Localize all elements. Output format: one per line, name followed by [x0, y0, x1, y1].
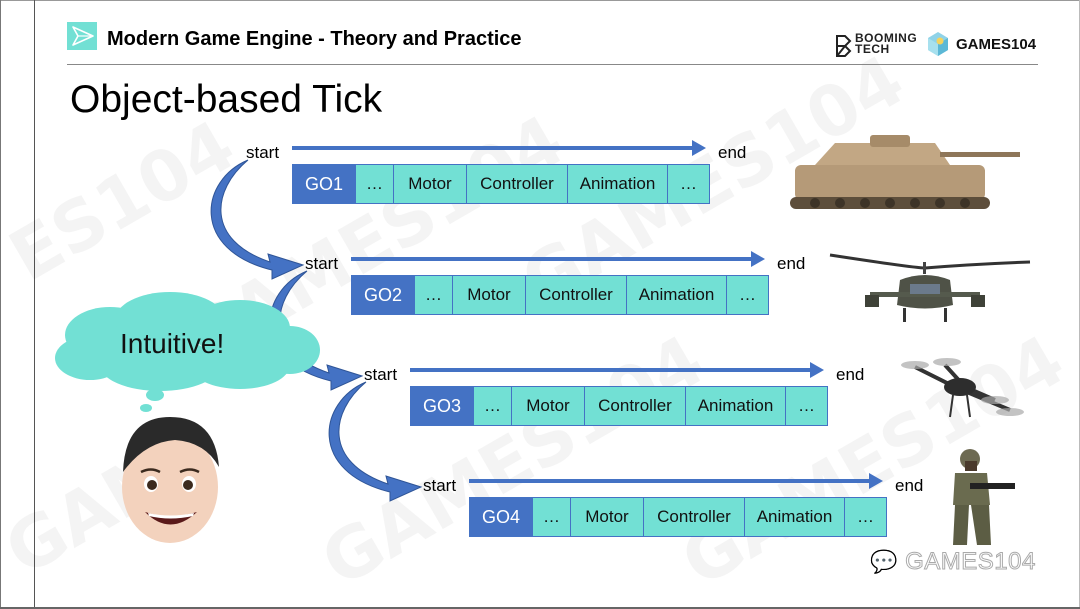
start-label: start — [364, 365, 398, 384]
course-logo — [67, 22, 97, 50]
game-object-cell: GO2 — [352, 276, 415, 314]
component-cell: Animation — [745, 498, 845, 536]
timeline-arrow — [469, 473, 883, 489]
thought-bubble-cloud — [55, 292, 320, 412]
component-cell: Controller — [526, 276, 627, 314]
frame-border-bottom — [0, 607, 1080, 609]
game-object-cell: GO4 — [470, 498, 533, 536]
component-cell: … — [533, 498, 571, 536]
games104-wordmark: GAMES104 — [956, 36, 1037, 53]
game-object-cell: GO1 — [293, 165, 356, 203]
thought-bubble-text: Intuitive! — [120, 328, 225, 359]
drone-image — [901, 358, 1024, 418]
wechat-account-name: GAMES104 — [905, 548, 1036, 576]
soldier-image — [953, 449, 1015, 545]
start-label: start — [246, 143, 280, 162]
component-cell: Controller — [585, 387, 686, 425]
end-label: end — [777, 254, 806, 273]
component-cell: … — [727, 276, 768, 314]
component-cell: Controller — [467, 165, 568, 203]
header-divider — [67, 64, 1038, 65]
component-cell: … — [356, 165, 394, 203]
slide-left-edge — [34, 0, 35, 607]
games104-cube-icon — [928, 32, 948, 56]
component-cell: Animation — [568, 165, 668, 203]
boomingtech-line2: TECH — [855, 42, 890, 56]
wechat-icon: 💬 — [870, 549, 898, 575]
component-cell: Motor — [512, 387, 585, 425]
component-cell: … — [845, 498, 886, 536]
timeline-arrow — [292, 140, 706, 156]
curved-arrow-3-to-4 — [328, 381, 423, 502]
component-strip: GO1 … Motor Controller Animation … — [292, 164, 710, 204]
component-cell: Motor — [571, 498, 644, 536]
timeline-arrow — [351, 251, 765, 267]
boomingtech-line1: BOOMING — [855, 31, 918, 45]
component-cell: … — [786, 387, 827, 425]
wechat-watermark: 💬 GAMES104 — [870, 548, 1036, 576]
end-label: end — [718, 143, 747, 162]
course-title: Modern Game Engine - Theory and Practice — [107, 28, 522, 50]
component-cell: Animation — [686, 387, 786, 425]
boomingtech-logo-icon — [836, 35, 852, 57]
component-cell: … — [415, 276, 453, 314]
component-strip: GO3 … Motor Controller Animation … — [410, 386, 828, 426]
component-cell: … — [474, 387, 512, 425]
component-cell: Controller — [644, 498, 745, 536]
component-strip: GO2 … Motor Controller Animation … — [351, 275, 769, 315]
start-label: start — [423, 476, 457, 495]
start-label: start — [305, 254, 339, 273]
component-cell: … — [668, 165, 709, 203]
paper-plane-icon — [72, 26, 94, 46]
curved-arrow-1-to-2 — [210, 159, 305, 280]
component-cell: Motor — [394, 165, 467, 203]
slide-title: Object-based Tick — [70, 78, 383, 121]
timeline-arrow — [410, 362, 824, 378]
tank-image — [790, 135, 1020, 209]
game-object-cell: GO3 — [411, 387, 474, 425]
boomingtech-wordmark: BOOMING TECH — [855, 31, 918, 56]
end-label: end — [836, 365, 865, 384]
frame-border-left — [0, 0, 1, 609]
end-label: end — [895, 476, 924, 495]
component-cell: Motor — [453, 276, 526, 314]
avatar-memoji — [122, 417, 219, 543]
frame-border-top — [0, 0, 1080, 1]
component-cell: Animation — [627, 276, 727, 314]
helicopter-image — [829, 253, 1031, 322]
component-strip: GO4 … Motor Controller Animation … — [469, 497, 887, 537]
